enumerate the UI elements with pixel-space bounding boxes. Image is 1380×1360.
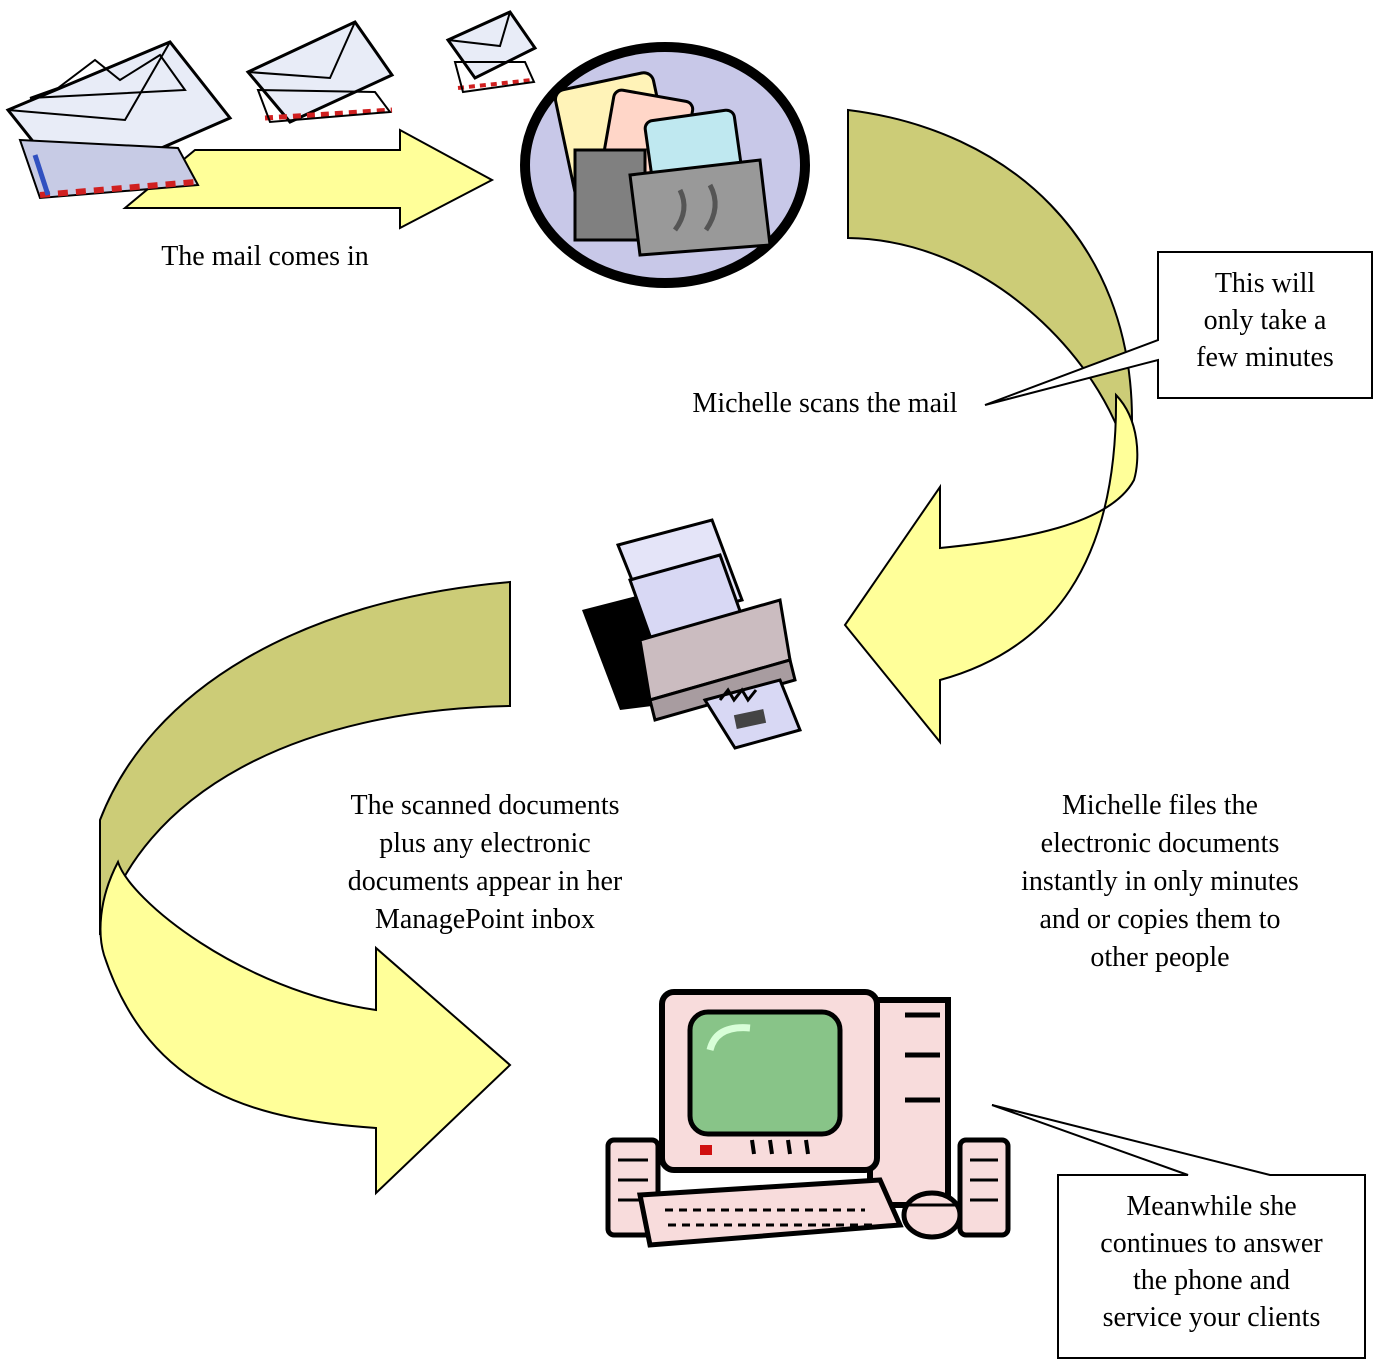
arrow-mail-to-sorter bbox=[122, 128, 495, 230]
scanner-printer-icon bbox=[582, 518, 803, 750]
label-mail-comes-in: The mail comes in bbox=[161, 241, 369, 272]
desktop-computer-icon bbox=[605, 989, 1011, 1248]
curved-arrow-right-back bbox=[847, 108, 1133, 481]
callout-meanwhile-shape bbox=[991, 1104, 1366, 1359]
callout-time-text: This will only take a few minutes bbox=[1196, 268, 1334, 373]
callout-time-shape bbox=[984, 251, 1373, 406]
label-scans-mail: Michelle scans the mail bbox=[692, 388, 958, 419]
curved-arrow-left-front bbox=[99, 859, 512, 1196]
curved-arrow-right-front bbox=[843, 392, 1139, 745]
mail-sorter-icon bbox=[520, 42, 810, 288]
label-files-documents: Michelle files the electronic documents … bbox=[1021, 790, 1299, 973]
label-inbox: The scanned documents plus any electroni… bbox=[347, 790, 623, 935]
envelopes-icon bbox=[5, 10, 538, 200]
callout-meanwhile-text: Meanwhile she continues to answer the ph… bbox=[1100, 1191, 1323, 1333]
